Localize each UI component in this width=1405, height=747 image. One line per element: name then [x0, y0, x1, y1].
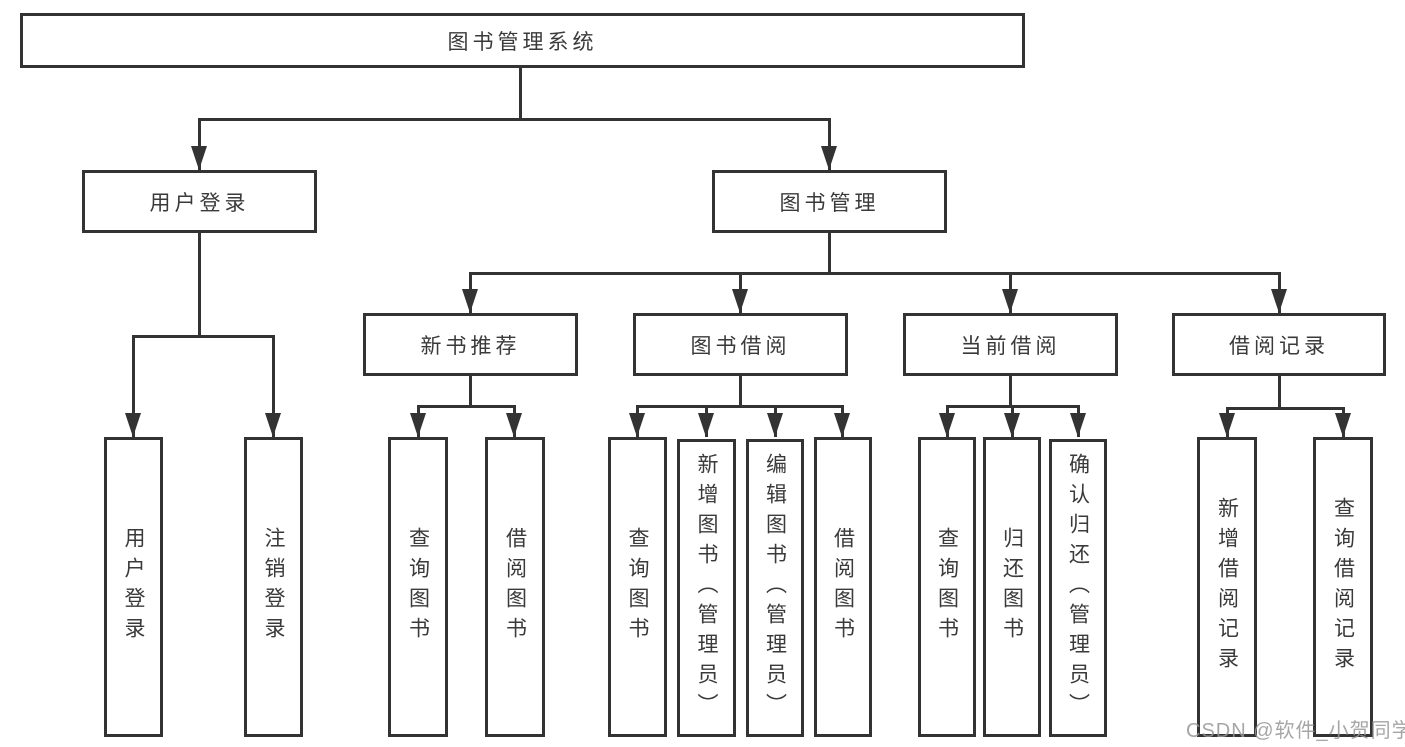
leaf-return-book: 归还图书: [983, 437, 1041, 737]
arrow-down-icon: [732, 289, 748, 313]
connector-line: [469, 272, 1281, 275]
node-root: 图书管理系统: [20, 13, 1025, 68]
node-label: 借阅记录: [1229, 334, 1329, 358]
leaf-query-books-borrow: 查询图书: [608, 437, 667, 737]
watermark: CSDN @软件_小贺同学: [1186, 720, 1405, 742]
node-label: 新书推荐: [420, 334, 521, 358]
node-label: 借阅图书: [831, 527, 855, 647]
connector-line: [828, 118, 831, 170]
leaf-borrow-books: 借阅图书: [814, 437, 872, 737]
arrow-down-icon: [265, 413, 281, 437]
leaf-add-borrow-record: 新增借阅记录: [1197, 437, 1257, 737]
arrow-down-icon: [1335, 413, 1351, 437]
leaf-query-books-recommend: 查询图书: [388, 437, 448, 737]
node-label: 用户登录: [122, 527, 145, 647]
connector-line: [828, 233, 831, 272]
node-label: 图书管理: [779, 191, 880, 215]
leaf-borrow-books-recommend: 借阅图书: [485, 437, 545, 737]
node-label: 查询图书: [406, 527, 430, 647]
node-new-book-recommend: 新书推荐: [363, 313, 578, 376]
connector-line: [198, 118, 201, 170]
arrow-down-icon: [1002, 289, 1018, 313]
arrow-down-icon: [1070, 413, 1086, 437]
arrow-down-icon: [191, 146, 207, 170]
connector-line: [636, 405, 844, 408]
connector-line: [417, 405, 516, 408]
node-label: 编辑图书（管理员）: [763, 453, 787, 723]
node-label: 用户登录: [149, 191, 250, 215]
node-label: 借阅图书: [503, 527, 527, 647]
leaf-confirm-return-admin: 确认归还（管理员）: [1049, 439, 1107, 737]
leaf-logout: 注销登录: [244, 437, 303, 737]
leaf-query-books-current: 查询图书: [918, 437, 976, 737]
node-label: 查询图书: [626, 527, 649, 647]
arrow-down-icon: [629, 413, 645, 437]
node-current-borrow: 当前借阅: [903, 313, 1118, 376]
connector-line: [739, 376, 742, 405]
connector-line: [132, 335, 274, 338]
connector-line: [519, 68, 522, 118]
arrow-down-icon: [506, 413, 522, 437]
arrow-down-icon: [125, 413, 141, 437]
arrow-down-icon: [834, 413, 850, 437]
arrow-down-icon: [1004, 413, 1020, 437]
node-label: 查询借阅记录: [1331, 497, 1355, 677]
node-label: 图书借阅: [690, 334, 791, 358]
leaf-add-book-admin: 新增图书（管理员）: [677, 439, 736, 737]
arrow-down-icon: [1219, 413, 1235, 437]
connector-line: [198, 118, 831, 121]
leaf-edit-book-admin: 编辑图书（管理员）: [746, 439, 804, 737]
arrow-down-icon: [939, 413, 955, 437]
node-label: 查询图书: [935, 527, 959, 647]
connector-line: [1226, 407, 1344, 410]
connector-line: [132, 335, 135, 437]
arrow-down-icon: [698, 413, 714, 437]
node-label: 当前借阅: [960, 334, 1061, 358]
node-label: 归还图书: [1000, 527, 1024, 647]
arrow-down-icon: [462, 289, 478, 313]
connector-line: [198, 233, 201, 335]
connector-line: [469, 376, 472, 405]
connector-line: [272, 335, 275, 437]
node-book-management: 图书管理: [712, 170, 947, 233]
node-label: 注销登录: [262, 527, 285, 647]
node-book-borrow: 图书借阅: [633, 313, 848, 376]
arrow-down-icon: [1271, 289, 1287, 313]
node-user-login: 用户登录: [82, 170, 317, 233]
connector-line: [1009, 376, 1012, 405]
leaf-user-login: 用户登录: [104, 437, 163, 737]
node-label: 图书管理系统: [447, 30, 598, 54]
node-borrow-records: 借阅记录: [1172, 313, 1386, 376]
node-label: 新增图书（管理员）: [695, 453, 718, 723]
arrow-down-icon: [767, 413, 783, 437]
node-label: 新增借阅记录: [1215, 497, 1239, 677]
leaf-query-borrow-record: 查询借阅记录: [1313, 437, 1373, 737]
arrow-down-icon: [821, 146, 837, 170]
node-label: 确认归还（管理员）: [1066, 453, 1090, 723]
arrow-down-icon: [410, 413, 426, 437]
connector-line: [1278, 376, 1281, 407]
